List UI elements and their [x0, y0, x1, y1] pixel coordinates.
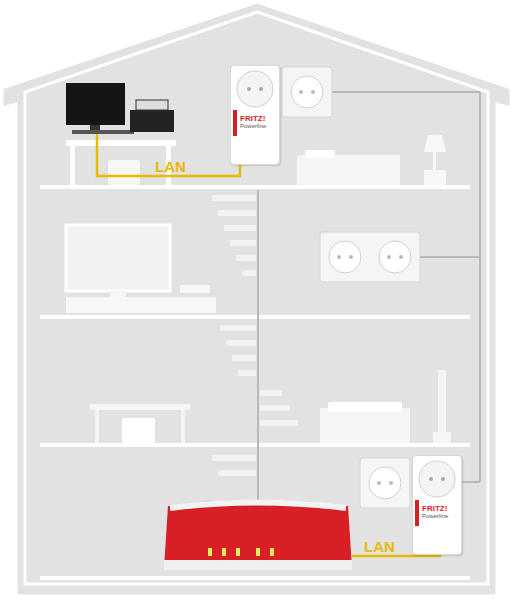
double-outlet [320, 232, 420, 282]
brand-name: FRITZ! [422, 504, 458, 513]
cable-label: LAN [155, 158, 186, 175]
house-inner-wall [25, 12, 488, 584]
living-room-furniture [90, 370, 451, 443]
wall-outlet [282, 67, 332, 117]
brand-name: FRITZ! [240, 114, 276, 123]
product-line: Powerline [240, 123, 276, 130]
socket-face [413, 456, 461, 500]
staircase [212, 195, 298, 476]
cable-label: LAN [364, 538, 395, 555]
power-wiring [258, 92, 480, 505]
lamp [424, 135, 446, 185]
wall-outlet [360, 458, 410, 508]
product-line: Powerline [422, 513, 458, 520]
socket-face [231, 66, 279, 110]
lan-cable [97, 134, 440, 556]
tv-set [66, 225, 216, 313]
router [164, 500, 352, 570]
bed [297, 150, 400, 185]
floors [40, 187, 470, 578]
powerline-adapter: FRITZ!Powerline [412, 455, 462, 555]
powerline-adapter: FRITZ!Powerline [230, 65, 280, 165]
